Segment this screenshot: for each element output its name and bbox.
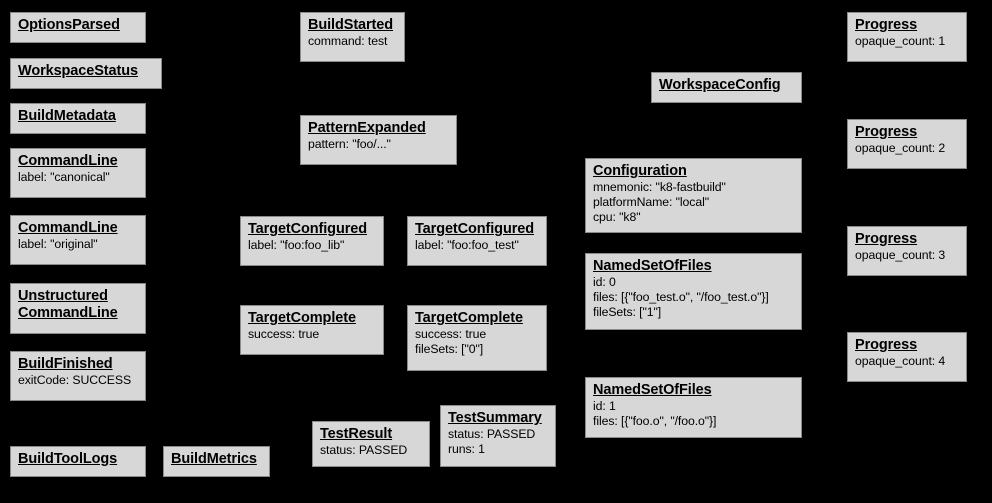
- node-field: label: "original": [18, 237, 98, 251]
- node-title: CommandLine: [18, 220, 118, 236]
- node-field: status: PASSED: [448, 427, 536, 441]
- node-field: command: test: [308, 34, 388, 48]
- node-workspace-config[interactable]: WorkspaceConfig: [651, 72, 802, 103]
- node-title: BuildMetrics: [171, 451, 257, 467]
- node-field: cpu: "k8": [593, 210, 641, 224]
- node-field: label: "foo:foo_lib": [248, 238, 345, 252]
- node-title: CommandLine: [18, 153, 118, 169]
- node-unstructured-command-line[interactable]: Unstructured CommandLine: [10, 283, 146, 334]
- node-field: mnemonic: "k8-fastbuild": [593, 180, 726, 194]
- node-title: BuildFinished: [18, 356, 113, 372]
- node-title: Progress: [855, 124, 918, 140]
- node-field: runs: 1: [448, 442, 485, 456]
- node-field: label: "foo:foo_test": [415, 238, 519, 252]
- node-title: NamedSetOfFiles: [593, 382, 712, 398]
- node-field: opaque_count: 4: [855, 354, 946, 368]
- node-title: TestResult: [320, 426, 393, 442]
- node-title: TargetComplete: [415, 310, 523, 326]
- node-field: id: 1: [593, 399, 616, 413]
- node-title: Progress: [855, 337, 918, 353]
- node-field: opaque_count: 3: [855, 248, 946, 262]
- node-title: BuildStarted: [308, 17, 394, 33]
- node-title: Unstructured CommandLine: [18, 288, 118, 321]
- node-field: opaque_count: 1: [855, 34, 946, 48]
- node-field: label: "canonical": [18, 170, 110, 184]
- node-title: NamedSetOfFiles: [593, 258, 712, 274]
- node-field: opaque_count: 2: [855, 141, 946, 155]
- node-options-parsed[interactable]: OptionsParsed: [10, 12, 146, 43]
- node-title: TestSummary: [448, 410, 542, 426]
- node-title: TargetConfigured: [415, 221, 534, 237]
- node-title: Progress: [855, 231, 918, 247]
- node-field: success: true: [248, 327, 320, 341]
- node-title: WorkspaceConfig: [659, 77, 781, 93]
- node-field: files: [{"foo_test.o", "/foo_test.o"}]: [593, 290, 769, 304]
- node-title: PatternExpanded: [308, 120, 426, 136]
- node-build-tool-logs[interactable]: BuildToolLogs: [10, 446, 146, 477]
- node-field: status: PASSED: [320, 443, 408, 457]
- node-title: Progress: [855, 17, 918, 33]
- node-title: TargetComplete: [248, 310, 356, 326]
- node-title: TargetConfigured: [248, 221, 367, 237]
- node-build-metrics[interactable]: BuildMetrics: [163, 446, 270, 477]
- node-title: WorkspaceStatus: [18, 63, 138, 79]
- node-field: id: 0: [593, 275, 616, 289]
- node-build-metadata[interactable]: BuildMetadata: [10, 103, 146, 134]
- node-title: BuildToolLogs: [18, 451, 118, 467]
- node-field: success: true: [415, 327, 487, 341]
- node-field: pattern: "foo/...": [308, 137, 391, 151]
- node-workspace-status[interactable]: WorkspaceStatus: [10, 58, 162, 89]
- node-title: Configuration: [593, 163, 687, 179]
- node-field: fileSets: ["0"]: [415, 342, 484, 356]
- node-field: exitCode: SUCCESS: [18, 373, 132, 387]
- node-title: OptionsParsed: [18, 17, 120, 33]
- node-title: BuildMetadata: [18, 108, 116, 124]
- node-field: files: [{"foo.o", "/foo.o"}]: [593, 414, 717, 428]
- node-field: platformName: "local": [593, 195, 709, 209]
- node-field: fileSets: ["1"]: [593, 305, 662, 319]
